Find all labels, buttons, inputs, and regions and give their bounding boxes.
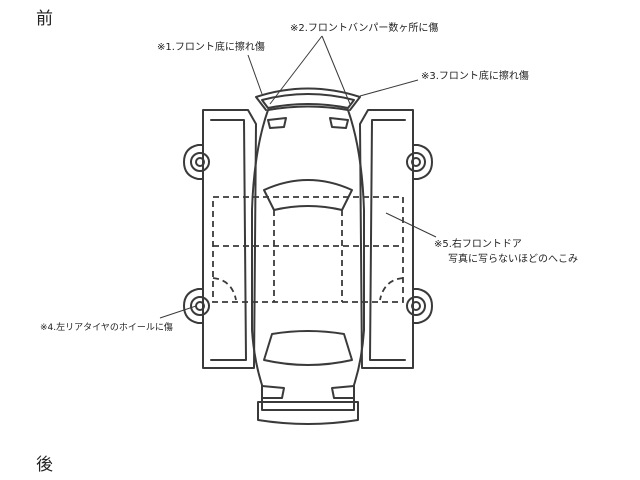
leader-2a [269,35,323,105]
leader-1 [247,54,263,95]
annotation-2: ※2.フロントバンパー数ヶ所に傷 [290,21,438,34]
leader-2b [321,35,351,105]
front-bumper-inner [261,93,355,109]
rear-label: 後 [36,455,53,475]
rear-bumper [257,401,359,425]
headlight-right [329,117,349,129]
leader-4 [159,305,197,319]
headlight-left [267,117,287,129]
right-door-inner [369,119,406,361]
cabin-outline-dashed [212,196,404,303]
front-label: 前 [36,9,53,29]
leader-5 [385,212,437,238]
wheel-front-right [406,144,433,180]
annotation-1: ※1.フロント底に擦れ傷 [157,40,265,53]
car-outline [183,87,433,425]
taillight-right [331,385,355,399]
annotation-3: ※3.フロント底に擦れ傷 [421,69,529,82]
annotation-5-line1: ※5.右フロントドア [434,237,522,250]
left-door-panel [202,109,257,369]
left-sill-dashed [212,277,404,301]
leader-lines [159,35,437,319]
wheel-rear-right [406,288,433,324]
rear-window [263,330,353,366]
left-door-inner [210,119,247,361]
wheel-rear-left [183,288,210,324]
wheel-front-left [183,144,210,180]
car-body-outline [251,105,365,411]
taillight-left [261,385,285,399]
front-bumper [255,87,361,111]
annotation-4: ※4.左リアタイヤのホイールに傷 [40,321,173,333]
windshield [263,179,353,211]
door-dashed-lines [212,196,404,303]
annotation-5-line2: 写真に写らないほどのへこみ [448,252,578,265]
leader-3 [359,79,419,97]
right-door-panel [359,109,414,369]
